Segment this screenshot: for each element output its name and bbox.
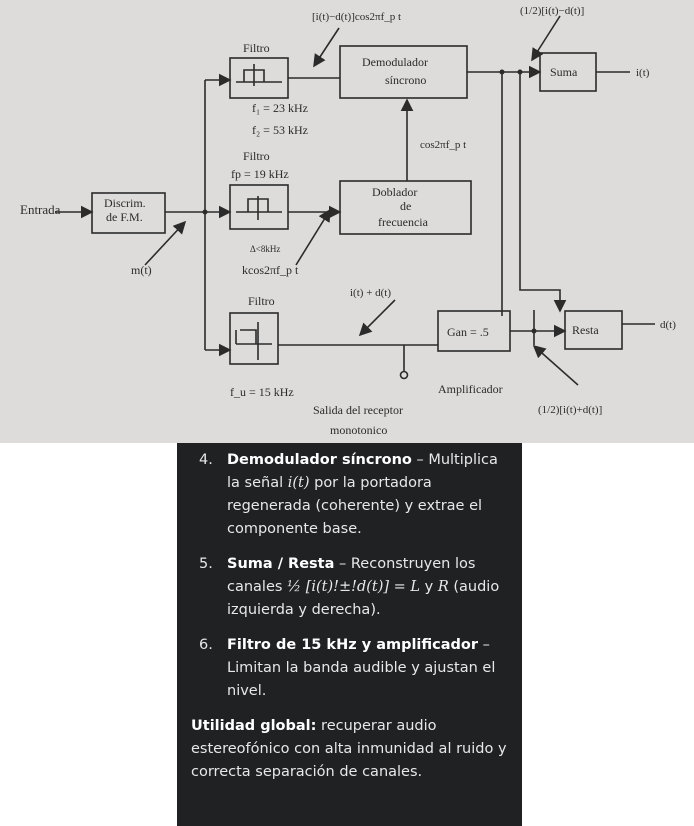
item-title: Demodulador síncrono	[227, 452, 412, 468]
diagram-photo: [i(t)−d(t)]cos2πf_p t (1/2)[i(t)−d(t)] F…	[0, 0, 694, 443]
demodulator-line1: Demodulador	[362, 55, 428, 69]
filter-mid-block	[229, 184, 289, 230]
list-item: 6. Filtro de 15 kHz y amplificador – Lim…	[191, 634, 508, 703]
top-label-right: (1/2)[i(t)−d(t)]	[520, 5, 584, 17]
top-label-left: [i(t)−d(t)]cos2πf_p t	[312, 11, 401, 23]
explanation-panel: 4. Demodulador síncrono – Multiplica la …	[177, 443, 522, 826]
summary-paragraph: Utilidad global: recuperar audio estereo…	[191, 715, 508, 784]
item-number: 4.	[199, 452, 213, 468]
item-body: – Reconstruyen los canales	[227, 556, 476, 595]
item-text: Filtro de 15 kHz y amplificador – Limita…	[227, 634, 508, 703]
item-math: i(t)	[287, 475, 310, 491]
item-number: 6.	[199, 637, 213, 653]
amplificador-label: Amplificador	[438, 382, 503, 396]
cos-label: cos2πf_p t	[420, 139, 466, 151]
item-math: R	[437, 579, 449, 595]
doubler-line1: Doblador	[372, 185, 417, 199]
bottom-right-label: (1/2)[i(t)+d(t)]	[538, 404, 602, 416]
output-i-label: i(t)	[636, 67, 650, 79]
discrim-line2: de F.M.	[106, 210, 143, 224]
doubler-line2: de	[400, 199, 411, 213]
item-body: – Limitan la banda audible y ajustan el …	[227, 637, 496, 699]
filter-top-block	[229, 57, 289, 99]
gain-label: Gan = .5	[447, 325, 489, 339]
fp-label: fp = 19 kHz	[231, 167, 289, 181]
demodulator-block	[339, 45, 468, 99]
list-item: 4. Demodulador síncrono – Multiplica la …	[191, 449, 508, 541]
suma-label: Suma	[550, 65, 578, 79]
kcos-label: kcos2πf_p t	[242, 263, 299, 277]
list-item: 5. Suma / Resta – Reconstruyen los canal…	[191, 553, 508, 622]
block-diagram: [i(t)−d(t)]cos2πf_p t (1/2)[i(t)−d(t)] F…	[20, 5, 676, 437]
summary-text: recuperar audio estereofónico con alta i…	[191, 718, 507, 780]
item-body: (audio izquierda y derecha).	[227, 579, 500, 618]
filter-low-block	[229, 312, 279, 365]
doubler-line3: frecuencia	[378, 215, 429, 229]
m-label: m(t)	[131, 263, 152, 277]
filtro-low-label: Filtro	[248, 294, 275, 308]
item-math: ½ [i(t)!±!d(t)] = L	[287, 579, 421, 595]
item-title: Filtro de 15 kHz y amplificador	[227, 637, 479, 653]
salida-line2: monotonico	[330, 423, 387, 437]
filtro-top-label: Filtro	[243, 41, 270, 55]
f1-label: f₁ = 23 kHz	[252, 101, 308, 115]
resta-label: Resta	[572, 323, 599, 337]
sum-signal-label: i(t) + d(t)	[350, 287, 391, 299]
salida-line1: Salida del receptor	[313, 403, 403, 417]
fu-label: f_u = 15 kHz	[230, 385, 294, 399]
item-text: Suma / Resta – Reconstruyen los canales …	[227, 553, 508, 622]
item-body: por la portadora regenerada (coherente) …	[227, 475, 483, 537]
item-number: 5.	[199, 556, 213, 572]
delta-label: Δ<8kHz	[250, 244, 280, 254]
filtro-mid-label: Filtro	[243, 149, 270, 163]
item-text: Demodulador síncrono – Multiplica la señ…	[227, 449, 508, 541]
output-d-label: d(t)	[660, 319, 676, 331]
summary-title: Utilidad global:	[191, 718, 317, 734]
f2-label: f₂ = 53 kHz	[252, 123, 308, 137]
demodulator-line2: síncrono	[385, 73, 426, 87]
discrim-line1: Discrim.	[104, 196, 146, 210]
entrada-label: Entrada	[20, 202, 61, 217]
item-body: – Multiplica la señal	[227, 452, 498, 491]
item-body: y	[420, 579, 438, 595]
item-title: Suma / Resta	[227, 556, 335, 572]
